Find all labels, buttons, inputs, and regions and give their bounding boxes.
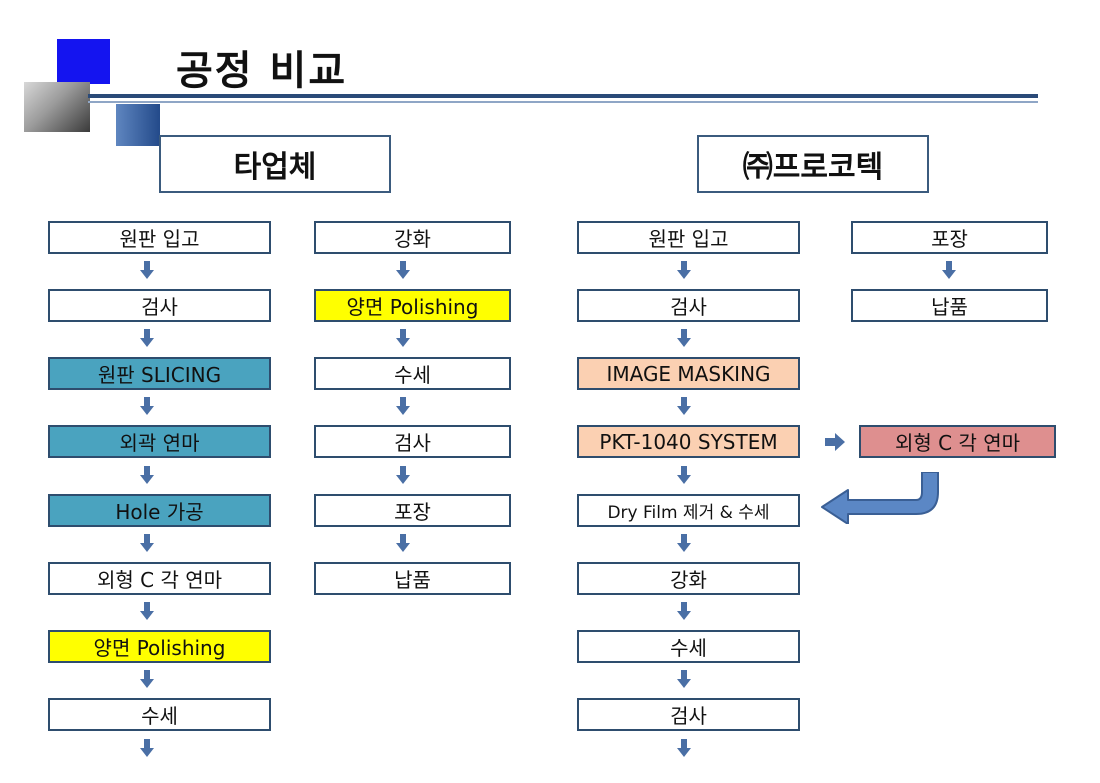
left-col1-step-5: Hole 가공 xyxy=(48,494,271,527)
right-col1-step-3: IMAGE MASKING xyxy=(577,357,800,390)
left-col2-step-6: 납품 xyxy=(314,562,511,595)
down-arrow-icon xyxy=(396,329,410,347)
left-col2-step-5: 포장 xyxy=(314,494,511,527)
down-arrow-icon xyxy=(140,329,154,347)
right-col1-step-2: 검사 xyxy=(577,289,800,322)
down-arrow-icon xyxy=(140,739,154,757)
right-arrow-icon xyxy=(825,433,845,451)
decor-blue-square xyxy=(57,39,110,84)
page-title: 공정 비교 xyxy=(176,47,348,94)
left-col2-step-2: 양면 Polishing xyxy=(314,289,511,322)
down-arrow-icon xyxy=(396,397,410,415)
left-col1-step-3: 원판 SLICING xyxy=(48,357,271,390)
down-arrow-icon xyxy=(677,466,691,484)
down-arrow-icon xyxy=(942,261,956,279)
down-arrow-icon xyxy=(677,602,691,620)
down-arrow-icon xyxy=(140,602,154,620)
right-col1-step-8: 검사 xyxy=(577,698,800,731)
left-company-header: 타업체 xyxy=(159,135,391,193)
down-arrow-icon xyxy=(677,329,691,347)
down-arrow-icon xyxy=(140,261,154,279)
down-arrow-icon xyxy=(677,397,691,415)
left-col1-step-6: 외형 C 각 연마 xyxy=(48,562,271,595)
right-col1-step-6: 강화 xyxy=(577,562,800,595)
right-side-step: 외형 C 각 연마 xyxy=(859,425,1056,458)
left-col1-step-8: 수세 xyxy=(48,698,271,731)
left-col2-step-3: 수세 xyxy=(314,357,511,390)
title-underline xyxy=(88,94,1038,98)
left-col2-step-1: 강화 xyxy=(314,221,511,254)
down-arrow-icon xyxy=(140,534,154,552)
right-col2-step-1: 포장 xyxy=(851,221,1048,254)
down-arrow-icon xyxy=(140,466,154,484)
decor-navy-square xyxy=(116,104,160,146)
down-arrow-icon xyxy=(677,739,691,757)
right-col1-step-1: 원판 입고 xyxy=(577,221,800,254)
title-underline-thin xyxy=(88,101,1038,103)
right-company-header: ㈜프로코텍 xyxy=(697,135,929,193)
down-arrow-icon xyxy=(677,670,691,688)
left-col1-step-2: 검사 xyxy=(48,289,271,322)
decor-grey-square xyxy=(24,82,90,132)
down-arrow-icon xyxy=(677,261,691,279)
left-col1-step-4: 외곽 연마 xyxy=(48,425,271,458)
down-arrow-icon xyxy=(140,670,154,688)
left-col2-step-4: 검사 xyxy=(314,425,511,458)
return-arrow-icon xyxy=(821,472,939,524)
right-col2-step-2: 납품 xyxy=(851,289,1048,322)
right-col1-step-5: Dry Film 제거 & 수세 xyxy=(577,494,800,527)
down-arrow-icon xyxy=(396,261,410,279)
right-col1-step-7: 수세 xyxy=(577,630,800,663)
down-arrow-icon xyxy=(140,397,154,415)
right-col1-step-4: PKT-1040 SYSTEM xyxy=(577,425,800,458)
down-arrow-icon xyxy=(396,534,410,552)
down-arrow-icon xyxy=(396,466,410,484)
left-col1-step-7: 양면 Polishing xyxy=(48,630,271,663)
left-col1-step-1: 원판 입고 xyxy=(48,221,271,254)
down-arrow-icon xyxy=(677,534,691,552)
